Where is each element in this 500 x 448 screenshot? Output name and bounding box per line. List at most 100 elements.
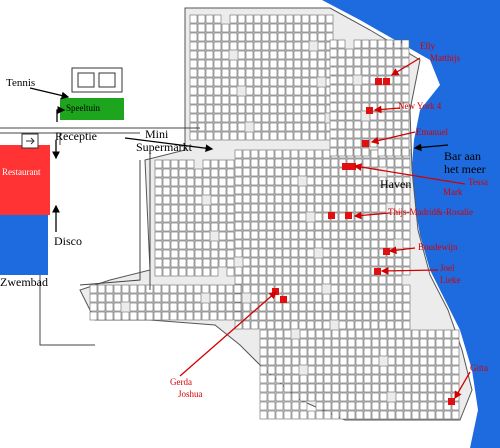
plot-cell <box>393 39 402 49</box>
plot-cell <box>345 129 354 139</box>
plot-cell <box>217 302 226 312</box>
plot-cell <box>237 77 246 87</box>
plot-cell <box>291 365 300 375</box>
plot-cell <box>354 167 363 177</box>
plot-cell <box>331 365 340 375</box>
plot-cell <box>290 248 299 258</box>
plot-cell <box>451 401 460 411</box>
plot-cell <box>221 86 230 96</box>
plot-cell <box>314 284 323 294</box>
plot-cell <box>355 329 364 339</box>
plot-cell <box>229 95 238 105</box>
plot-cell <box>194 213 203 223</box>
plot-cell <box>385 84 394 94</box>
plot-cell <box>226 186 235 196</box>
plot-cell <box>370 176 379 186</box>
plot-cell <box>250 194 259 204</box>
plot-cell <box>411 329 420 339</box>
plot-cell <box>378 176 387 186</box>
plot-cell <box>275 356 284 366</box>
plot-cell <box>129 311 138 321</box>
plot-cell <box>283 374 292 384</box>
plot-cell <box>378 275 387 285</box>
plot-cell <box>338 320 347 330</box>
plot-cell <box>282 167 291 177</box>
plot-cell <box>275 338 284 348</box>
plot-cell <box>317 122 326 132</box>
plot-cell <box>113 284 122 294</box>
plot-cell <box>250 266 259 276</box>
plot-cell <box>331 338 340 348</box>
plot-cell <box>419 347 428 357</box>
plot-cell <box>250 203 259 213</box>
plot-cell <box>315 329 324 339</box>
plot-cell <box>291 356 300 366</box>
plot-cell <box>402 194 411 204</box>
plot-cell <box>282 230 291 240</box>
plot-cell <box>298 194 307 204</box>
plot-cell <box>178 231 187 241</box>
plot-cell <box>378 158 387 168</box>
plot-cell <box>314 257 323 267</box>
plot-cell <box>221 95 230 105</box>
plot-cell <box>323 347 332 357</box>
plot-cell <box>346 257 355 267</box>
plot-cell <box>337 138 346 148</box>
plot-cell <box>354 221 363 231</box>
plot-cell <box>362 248 371 258</box>
plot-cell <box>370 212 379 222</box>
plot-cell <box>285 59 294 69</box>
plot-cell <box>229 59 238 69</box>
plot-cell <box>221 77 230 87</box>
plot-cell <box>345 57 354 67</box>
plot-cell <box>427 401 436 411</box>
plot-cell <box>170 204 179 214</box>
plot-grid <box>89 14 460 420</box>
plot-cell <box>298 221 307 231</box>
plot-cell <box>283 365 292 375</box>
plot-cell <box>443 401 452 411</box>
plot-cell <box>315 392 324 402</box>
guest-plot-marker <box>448 398 455 405</box>
plot-cell <box>330 284 339 294</box>
plot-cell <box>363 383 372 393</box>
plot-cell <box>275 401 284 411</box>
plot-cell <box>385 57 394 67</box>
plot-cell <box>346 284 355 294</box>
plot-cell <box>337 39 346 49</box>
plot-cell <box>394 212 403 222</box>
plot-cell <box>403 329 412 339</box>
plot-cell <box>346 248 355 258</box>
plot-cell <box>363 365 372 375</box>
plot-cell <box>258 230 267 240</box>
plot-cell <box>306 149 315 159</box>
plot-cell <box>354 185 363 195</box>
plot-cell <box>210 267 219 277</box>
plot-cell <box>402 176 411 186</box>
plot-cell <box>325 23 334 33</box>
plot-cell <box>337 147 346 157</box>
plot-cell <box>317 68 326 78</box>
plot-cell <box>242 275 251 285</box>
plot-cell <box>353 129 362 139</box>
plot-cell <box>234 239 243 249</box>
plot-cell <box>298 167 307 177</box>
plot-cell <box>322 230 331 240</box>
plot-cell <box>346 239 355 249</box>
plot-cell <box>186 222 195 232</box>
plot-cell <box>267 338 276 348</box>
plot-cell <box>226 222 235 232</box>
plot-cell <box>290 266 299 276</box>
plot-cell <box>153 302 162 312</box>
plot-cell <box>298 293 307 303</box>
plot-cell <box>242 230 251 240</box>
plot-cell <box>234 194 243 204</box>
plot-cell <box>435 401 444 411</box>
plot-cell <box>403 392 412 402</box>
plot-cell <box>269 14 278 24</box>
plot-cell <box>282 221 291 231</box>
plot-cell <box>355 347 364 357</box>
plot-cell <box>89 311 98 321</box>
plot-cell <box>89 284 98 294</box>
plot-cell <box>369 111 378 121</box>
